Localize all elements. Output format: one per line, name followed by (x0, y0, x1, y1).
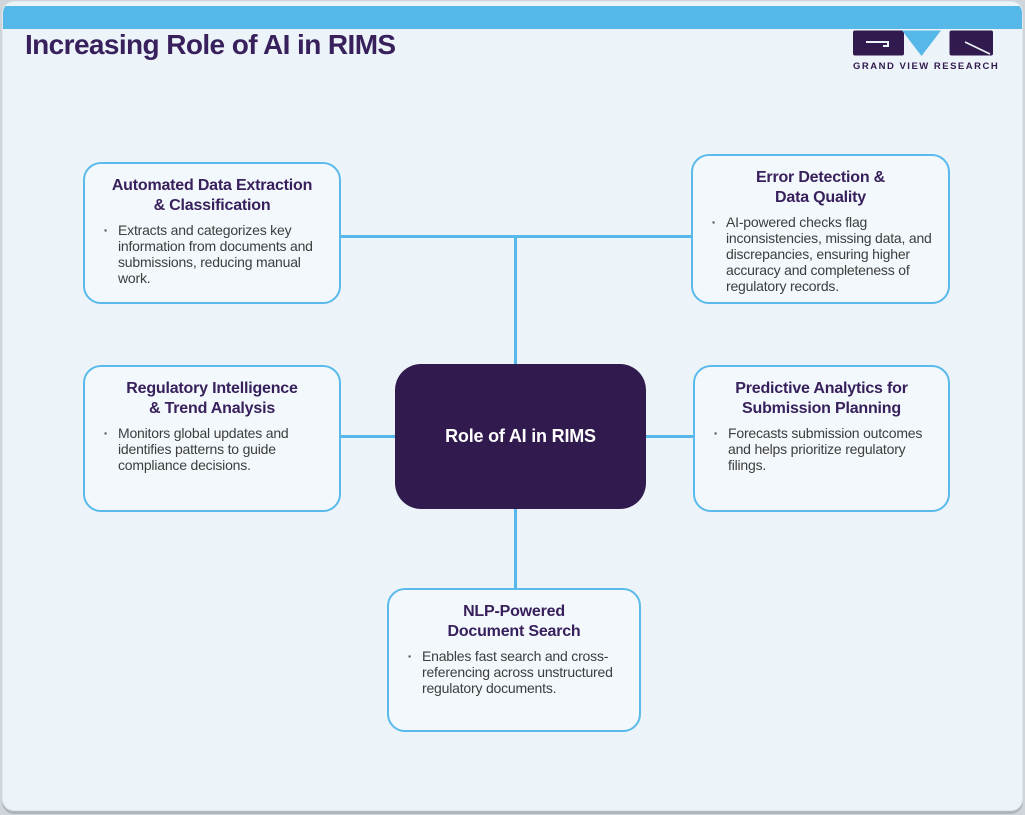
node-title: NLP-Powered Document Search (447, 603, 581, 640)
node-regulatory-intelligence: Regulatory Intelligence & Trend Analysis… (83, 365, 341, 512)
node-title: Automated Data Extraction & Classificati… (111, 177, 313, 214)
node-body: · Monitors global updates and identifies… (93, 425, 331, 474)
bullet-icon: · (711, 214, 717, 231)
central-node: Role of AI in RIMS (395, 364, 646, 509)
connector-top-horizontal (340, 235, 692, 238)
node-title: Predictive Analytics for Submission Plan… (735, 380, 908, 417)
bullet-icon: · (103, 425, 109, 442)
bullet-icon: · (713, 425, 719, 442)
node-description: Monitors global updates and identifies p… (118, 425, 289, 473)
bullet-icon: · (103, 222, 109, 239)
central-node-label: Role of AI in RIMS (445, 426, 596, 446)
node-description: Forecasts submission outcomes and helps … (728, 425, 923, 473)
node-error-detection: Error Detection & Data Quality · AI-powe… (691, 154, 950, 304)
connector-left-horizontal (341, 435, 395, 438)
node-description: Extracts and categorizes key information… (118, 222, 313, 286)
connector-bottom-vertical (514, 507, 517, 588)
gvr-logo-icon (853, 30, 993, 56)
node-description: Enables fast search and cross-referencin… (422, 648, 613, 696)
connector-right-horizontal (645, 435, 693, 438)
gvr-logo-wordmark: GRAND VIEW RESEARCH (853, 61, 1000, 72)
page-title: Increasing Role of AI in RIMS (25, 29, 396, 60)
top-accent-bar (3, 6, 1022, 29)
node-nlp-document-search: NLP-Powered Document Search · Enables fa… (387, 588, 641, 732)
connector-top-vertical (514, 238, 517, 365)
gvr-logo: GRAND VIEW RESEARCH (853, 30, 1000, 72)
node-body: · Enables fast search and cross-referenc… (397, 648, 631, 697)
node-body: · Extracts and categorizes key informati… (93, 222, 331, 287)
node-title: Error Detection & Data Quality (755, 169, 886, 206)
node-predictive-analytics: Predictive Analytics for Submission Plan… (693, 365, 950, 512)
node-title: Regulatory Intelligence & Trend Analysis (126, 380, 298, 417)
bullet-icon: · (407, 648, 413, 665)
node-body: · Forecasts submission outcomes and help… (703, 425, 940, 474)
node-description: AI-powered checks flag inconsistencies, … (726, 214, 932, 294)
node-body: · AI-powered checks flag inconsistencies… (701, 214, 940, 295)
node-automated-data-extraction: Automated Data Extraction & Classificati… (83, 162, 341, 304)
